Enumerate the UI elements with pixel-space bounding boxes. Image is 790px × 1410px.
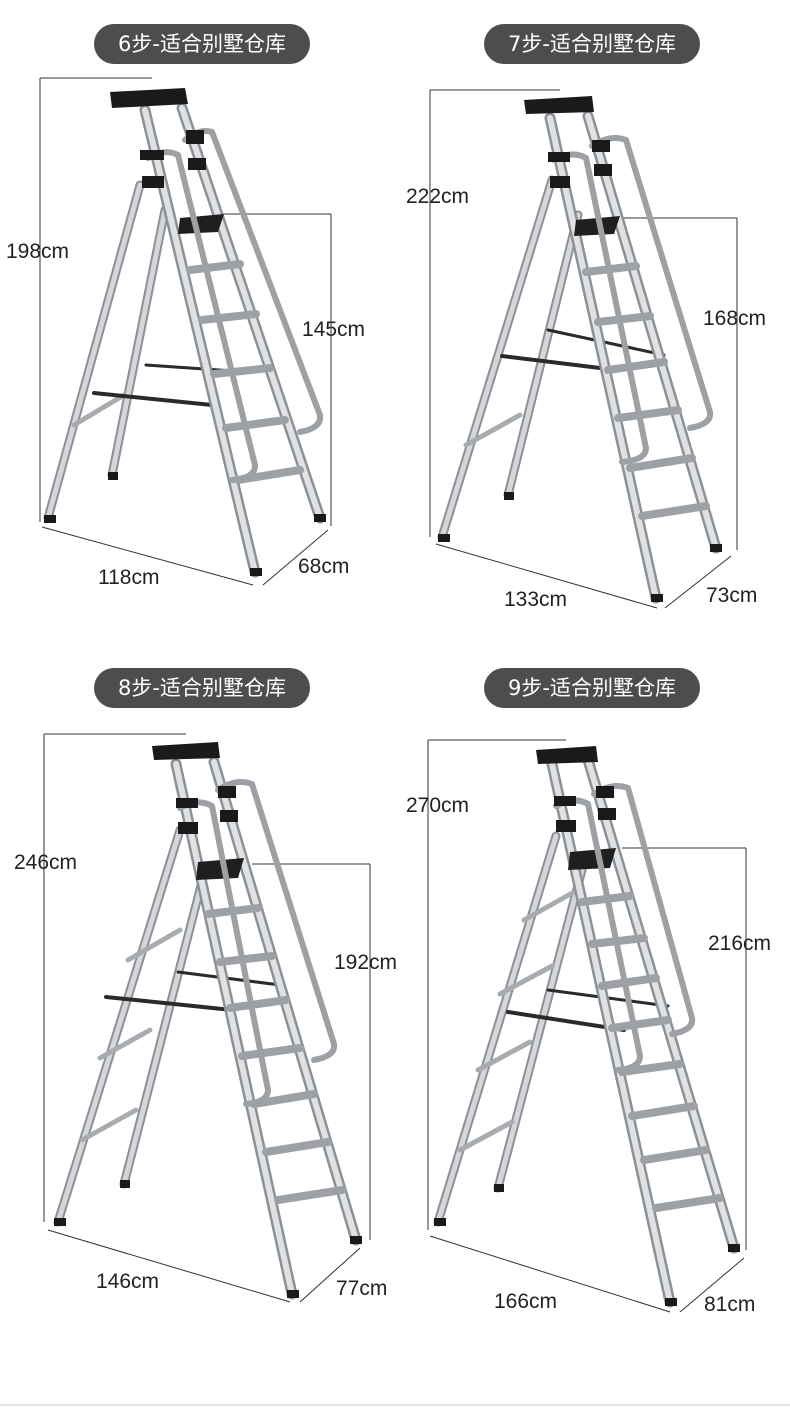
- panel-3-platform-label: 192cm: [334, 951, 398, 974]
- panel-2-title: 7步-适合别墅仓库: [484, 24, 700, 64]
- panel-3-depth-label: 146cm: [96, 1270, 160, 1293]
- panel-4-dimension-lines: [427, 739, 747, 1313]
- panel-3-width-label: 77cm: [336, 1277, 388, 1300]
- panel-1-ladder: [43, 88, 326, 578]
- panel-1-platform-label: 145cm: [302, 318, 366, 341]
- panel-1-title: 6步-适合别墅仓库: [94, 24, 310, 64]
- panel-2-ladder: [437, 96, 722, 604]
- panel-4-title: 9步-适合别墅仓库: [484, 668, 700, 708]
- panel-4-height-label: 270cm: [406, 794, 470, 817]
- panel-1-height-label: 198cm: [6, 240, 70, 263]
- bottom-divider: [0, 1404, 790, 1406]
- panel-2-dimension-lines: [429, 89, 738, 609]
- panel-4-platform-label: 216cm: [708, 932, 772, 955]
- panel-1-width-label: 68cm: [298, 555, 350, 578]
- panel-3-title: 8步-适合别墅仓库: [94, 668, 310, 708]
- panel-3-ladder: [53, 742, 362, 1300]
- panel-3-height-label: 246cm: [14, 851, 78, 874]
- panel-3-dimension-lines: [43, 733, 371, 1303]
- panel-2-platform-label: 168cm: [703, 307, 767, 330]
- panel-2-width-label: 73cm: [706, 584, 758, 607]
- panel-1-depth-label: 118cm: [98, 566, 160, 589]
- panel-2-depth-label: 133cm: [504, 588, 568, 611]
- panel-4-ladder: [433, 746, 740, 1308]
- panel-1-dimension-lines: [39, 77, 332, 586]
- panel-4-width-label: 81cm: [704, 1293, 756, 1316]
- panel-4-depth-label: 166cm: [494, 1290, 558, 1313]
- panel-2-height-label: 222cm: [406, 185, 470, 208]
